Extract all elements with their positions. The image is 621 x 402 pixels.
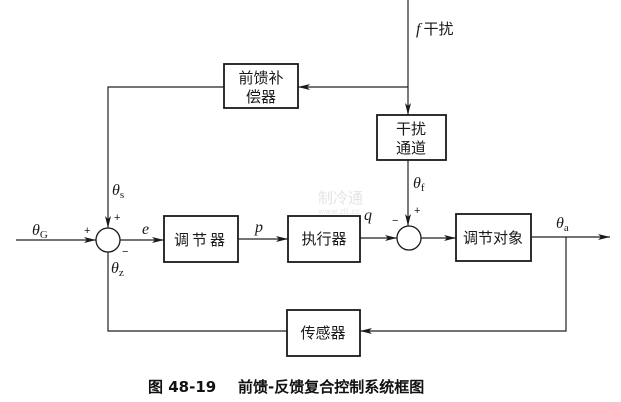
sign-sum1-left: + — [84, 225, 90, 237]
block-label: 调节器 — [174, 231, 228, 249]
block-label: 干扰 — [396, 120, 426, 138]
theta-symbol: θ — [413, 175, 421, 192]
block-label: 通道 — [396, 139, 426, 157]
subscript: a — [564, 222, 569, 234]
label-actuator-out: q — [364, 207, 372, 224]
block-feedforward-compensator: 前馈补 偿器 — [223, 63, 299, 109]
label-output: θa — [556, 215, 569, 234]
subscript: f — [421, 182, 425, 194]
block-actuator: 执行器 — [287, 215, 361, 263]
subscript: s — [120, 189, 124, 201]
figure-number: 图 48-19 — [148, 378, 216, 396]
block-label: 执行器 — [301, 230, 346, 248]
sign-sum2-top: + — [414, 205, 420, 217]
block-disturbance-channel: 干扰 通道 — [376, 114, 447, 161]
label-feedforward: θs — [112, 182, 124, 201]
figure-title: 前馈-反馈复合控制系统框图 — [238, 378, 424, 396]
watermark-url: www.zlt.cc — [318, 207, 360, 216]
subscript: z — [119, 267, 124, 279]
watermark-text: 制冷通 — [318, 189, 363, 207]
theta-symbol: θ — [32, 222, 40, 239]
label-error: e — [142, 221, 149, 238]
block-controller: 调节器 — [163, 215, 239, 263]
disturbance-symbol: f — [416, 21, 423, 38]
summing-junction-2 — [396, 225, 422, 251]
sign-sum2-left: − — [392, 215, 398, 227]
block-label: 传感器 — [300, 324, 345, 342]
subscript: G — [40, 229, 48, 241]
sensor-output-wire — [107, 252, 287, 332]
summing-junction-1 — [95, 227, 121, 253]
disturbance-text: 干扰 — [423, 20, 453, 38]
block-label: 前馈补 — [238, 69, 283, 87]
theta-symbol: θ — [111, 260, 119, 277]
connections — [16, 0, 610, 334]
label-feedback: θz — [111, 260, 124, 279]
label-setpoint: θG — [32, 222, 48, 241]
block-controlled-object: 调节对象 — [455, 213, 532, 262]
sign-sum1-bottom: − — [122, 246, 128, 258]
feedforward-output-wire — [105, 86, 224, 228]
block-sensor: 传感器 — [286, 309, 361, 357]
sign-sum1-top: + — [114, 212, 120, 224]
watermark: 制冷通 www.zlt.cc — [318, 189, 363, 216]
label-disturbance-effect: θf — [413, 175, 425, 194]
theta-symbol: θ — [556, 215, 564, 232]
block-label: 偿器 — [246, 88, 276, 106]
theta-symbol: θ — [112, 182, 120, 199]
block-label: 调节对象 — [463, 229, 523, 247]
feedback-to-sensor-wire — [360, 237, 567, 334]
label-controller-out: p — [254, 219, 263, 236]
